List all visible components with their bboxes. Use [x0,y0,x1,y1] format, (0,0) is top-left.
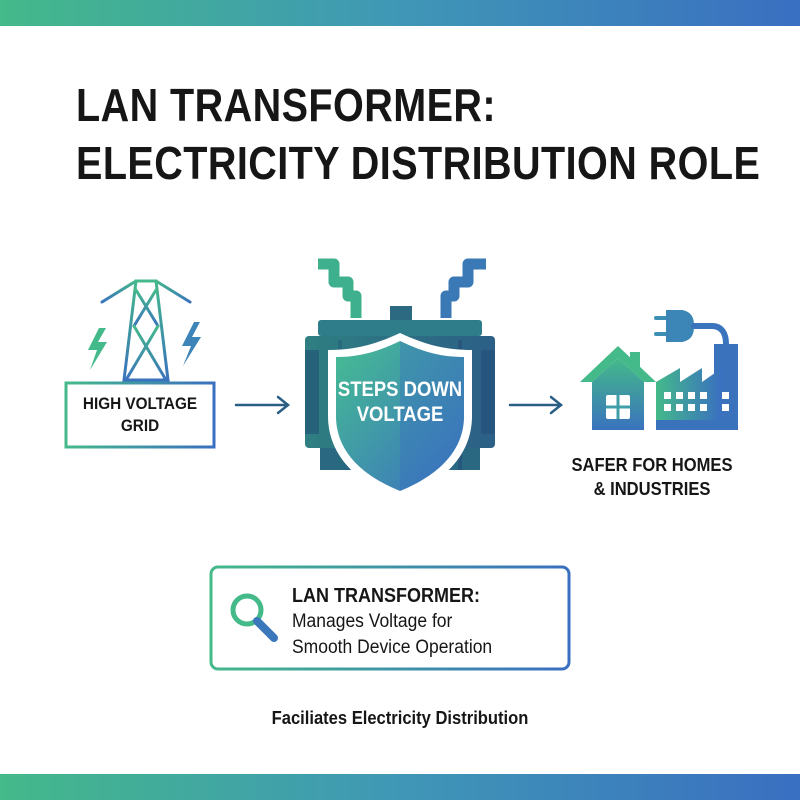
plug-icon [654,310,729,351]
info-box-line-2: Smooth Device Operation [292,637,493,658]
grid-label: HIGH VOLTAGE GRID [73,383,206,447]
arrow-right-icon [508,395,564,415]
magnifier-icon [230,593,278,642]
lightning-bolt-icon [88,328,107,370]
shield-label: STEPS DOWN VOLTAGE [323,372,478,432]
info-box-title: LAN TRANSFORMER: [292,585,480,607]
grid-label-box [64,381,216,449]
output-label-line-2: & INDUSTRIES [593,479,711,499]
output-label: SAFER FOR HOMES & INDUSTRIES [560,452,744,502]
footer-caption: Faciliates Electricity Distribution [271,708,529,728]
transmission-tower-icon [100,279,192,382]
top-gradient-band [0,0,800,26]
grid-label-line-2: GRID [120,416,160,435]
output-label-line-1: SAFER FOR HOMES [571,455,733,475]
info-box [209,565,571,671]
arrow-right-icon [234,395,291,415]
title-line-2: ELECTRICITY DISTRIBUTION ROLE [76,137,761,189]
bottom-gradient-band [0,774,800,800]
shield-icon [328,333,472,500]
shield-label-line-2: VOLTAGE [356,403,444,426]
page-title: LAN TRANSFORMER: ELECTRICITY DISTRIBUTIO… [76,76,761,192]
grid-label-line-1: HIGH VOLTAGE [82,394,198,413]
info-box-line-1: Manages Voltage for [292,611,453,632]
lightning-bolt-icon [182,322,201,366]
title-line-1: LAN TRANSFORMER: [76,79,497,131]
shield-label-line-1: STEPS DOWN [337,378,463,401]
house-icon [580,346,656,430]
factory-icon [656,344,738,430]
